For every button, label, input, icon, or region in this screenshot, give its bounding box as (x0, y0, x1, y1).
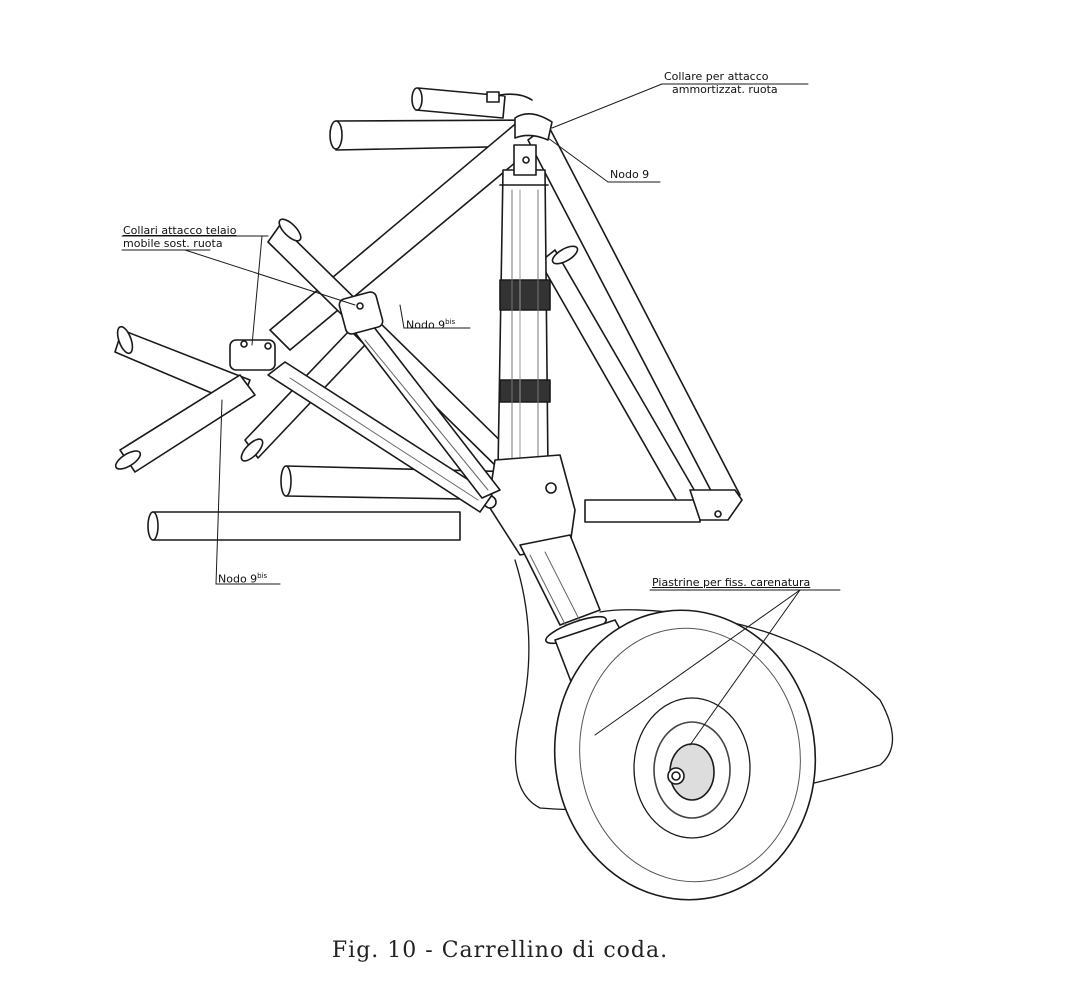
label-nodo-9: Nodo 9 (610, 168, 649, 181)
leader-lines (121, 83, 841, 746)
tube-horizontal-2 (152, 511, 461, 541)
frame-collars (229, 291, 384, 371)
label-collare-attacco: Collare per attacco ammortizzat. ruota (664, 70, 778, 96)
label-collari-attacco: Collari attacco telaio mobile sost. ruot… (123, 224, 236, 250)
label-collari-line1: Collari attacco telaio (123, 224, 237, 237)
label-piastrine-text: Piastrine per fiss. carenatura (652, 576, 811, 589)
label-collare-line1: Collare per attacco (664, 70, 769, 83)
tube-horizontal-3 (584, 499, 701, 523)
label-nodo-9bis-lower: Nodo 9bis (218, 570, 267, 586)
figure-caption: Fig. 10 - Carrellino di coda. (331, 938, 669, 963)
label-nodo-9bis-upper-sup: bis (445, 318, 456, 326)
label-piastrine: Piastrine per fiss. carenatura (652, 576, 810, 589)
label-nodo-9bis-upper: Nodo 9bis (406, 316, 455, 332)
label-collare-line2: ammortizzat. ruota (672, 83, 778, 96)
tail-wheel (553, 609, 817, 901)
label-collari-line2: mobile sost. ruota (123, 237, 223, 250)
tube-left-down (119, 374, 256, 473)
label-nodo-9bis-upper-text: Nodo 9 (406, 318, 446, 332)
shock-absorber-strut (497, 113, 553, 471)
tube-diagonal-left (269, 119, 541, 351)
label-nodo-9-text: Nodo 9 (610, 168, 650, 181)
label-nodo-9bis-lower-sup: bis (257, 572, 268, 580)
label-nodo-9bis-lower-text: Nodo 9 (218, 572, 258, 586)
bracket-right (689, 489, 743, 521)
